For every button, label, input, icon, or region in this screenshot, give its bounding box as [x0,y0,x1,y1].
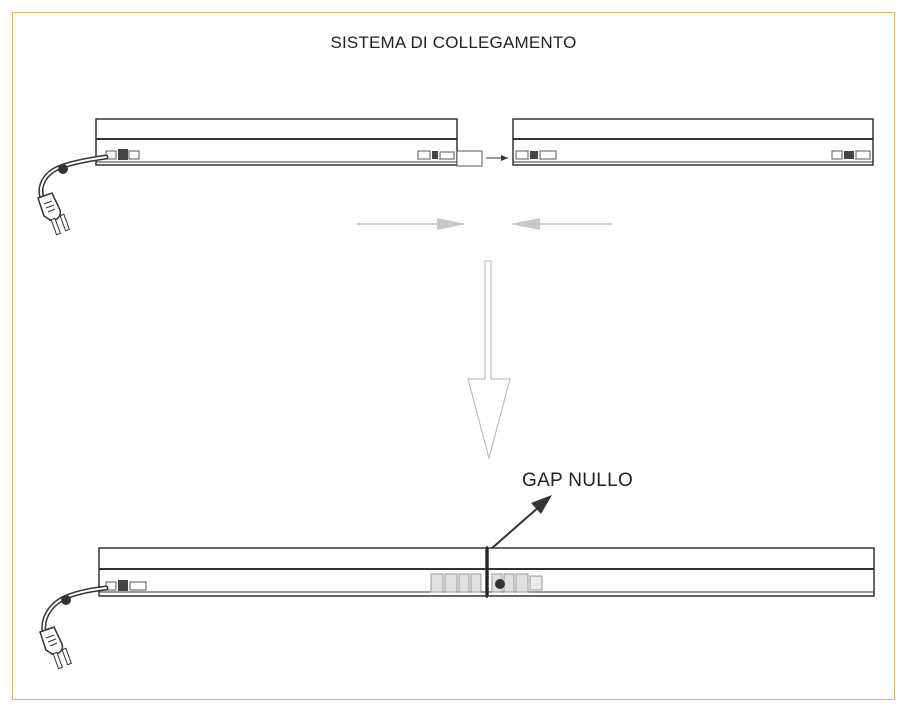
end-connector-right [417,150,455,160]
link-connector [456,150,483,167]
diagram-frame [12,12,895,700]
bottom-right-lamp [487,547,875,597]
power-plug-bottom [39,585,109,670]
power-plug-top [37,154,109,236]
end-connector-left [515,150,557,160]
top-right-lamp [512,118,874,166]
arrow-left-approach [510,218,612,230]
arrow-down [467,260,511,460]
arrow-right-approach [357,218,466,230]
joined-connector [430,573,543,593]
gap-label: GAP NULLO [522,470,634,491]
end-connector-right [831,150,871,160]
bottom-left-lamp [98,547,487,597]
gap-pointer-arrow [490,495,552,550]
diagram-title: SISTEMA DI COLLEGAMENTO [330,33,577,52]
top-left-lamp [95,118,458,166]
